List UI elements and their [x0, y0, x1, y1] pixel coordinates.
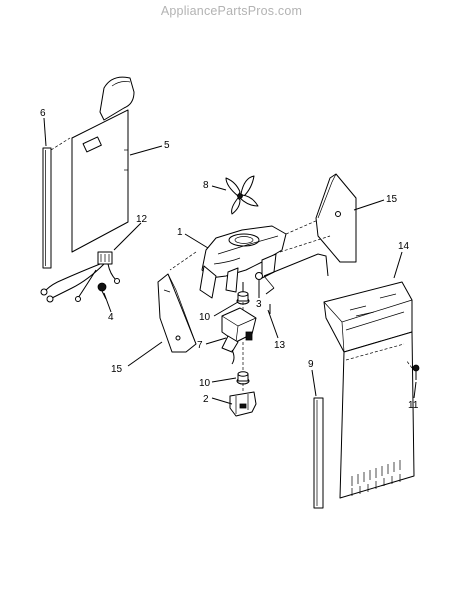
callout-14: 14 — [398, 241, 410, 252]
part-5-evaporator-cover[interactable] — [71, 76, 135, 253]
vent-grille — [351, 460, 401, 496]
callout-12: 12 — [136, 214, 148, 225]
part-15-side-cover-left[interactable] — [157, 273, 197, 353]
site-watermark: AppliancePartsPros.com — [160, 4, 303, 18]
part-12-wire-harness[interactable] — [40, 251, 120, 303]
part-15-side-cover-right[interactable] — [315, 173, 357, 263]
part-3-screw[interactable] — [255, 272, 263, 291]
callout-7: 7 — [197, 340, 203, 351]
part-14-rear-panel[interactable] — [323, 281, 415, 499]
callout-3: 3 — [256, 299, 262, 310]
callout-8: 8 — [203, 180, 209, 191]
callout-10-upper: 10 — [199, 312, 211, 323]
part-8-fan-blade[interactable] — [225, 175, 259, 215]
assembly-guide-lines — [50, 137, 413, 392]
callout-1: 1 — [177, 227, 183, 238]
callout-2: 2 — [203, 394, 209, 405]
callout-11: 11 — [408, 400, 419, 411]
callout-15-right: 15 — [386, 194, 398, 205]
callout-4: 4 — [108, 312, 114, 323]
part-4-screw[interactable] — [97, 282, 107, 300]
callout-5: 5 — [164, 140, 170, 151]
callout-9: 9 — [308, 359, 314, 370]
part-11-screw[interactable] — [412, 364, 420, 380]
part-2-motor-bracket[interactable] — [229, 391, 257, 417]
part-13-wire-bracket[interactable] — [263, 253, 329, 314]
callout-10-lower: 10 — [199, 378, 211, 389]
callout-13: 13 — [274, 340, 286, 351]
part-9-gasket-strip[interactable] — [313, 397, 324, 509]
callout-leaders — [43, 117, 417, 405]
part-6-gasket-strip[interactable] — [42, 147, 52, 269]
part-7-fan-motor[interactable] — [221, 307, 257, 365]
part-10-grommet-upper[interactable] — [236, 282, 250, 305]
callout-6: 6 — [40, 108, 46, 119]
callout-15-left: 15 — [111, 364, 123, 375]
part-10-grommet-lower[interactable] — [236, 371, 250, 385]
